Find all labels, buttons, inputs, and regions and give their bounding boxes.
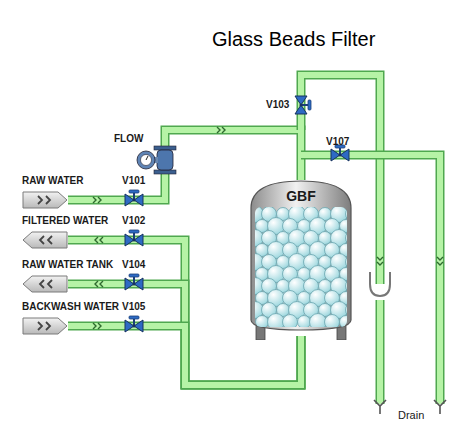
valve-tag: V101 [122,175,145,187]
drain-label: Drain [398,409,424,421]
valve-tag: V105 [122,301,145,313]
port-arrow [22,275,68,293]
flow-meter [137,146,176,174]
flow-chevron [93,127,443,329]
pipe-port: BACKWASH WATER [22,301,119,335]
pipe-port: RAW WATER [22,175,83,209]
pipe-line [68,326,301,385]
port-label: RAW WATER TANK [22,259,113,271]
valve-tag: V103 [266,99,289,111]
valve-tag: V104 [122,259,145,271]
branch-pipe [301,75,440,404]
glass-beads [255,207,347,327]
port-label: FILTERED WATER [22,215,108,227]
pipe-port: FILTERED WATER [22,215,108,249]
valve-tag: V102 [122,215,145,227]
tank-label: GBF [248,180,354,204]
valve-symbol [125,96,349,332]
valve-tag: V107 [326,136,349,148]
meter-label: FLOW [114,133,143,145]
diagram-title: Glass Beads Filter [212,28,375,51]
port-arrow [22,191,68,209]
port-arrow [22,231,68,249]
pipe-line [68,284,301,385]
port-label: RAW WATER [22,175,83,187]
tank-body [248,180,354,340]
port-label: BACKWASH WATER [22,301,119,313]
filter-tank: GBF [248,180,354,340]
pipe-port: RAW WATER TANK [22,259,113,293]
port-arrow [22,317,68,335]
drain-funnel [370,272,390,296]
